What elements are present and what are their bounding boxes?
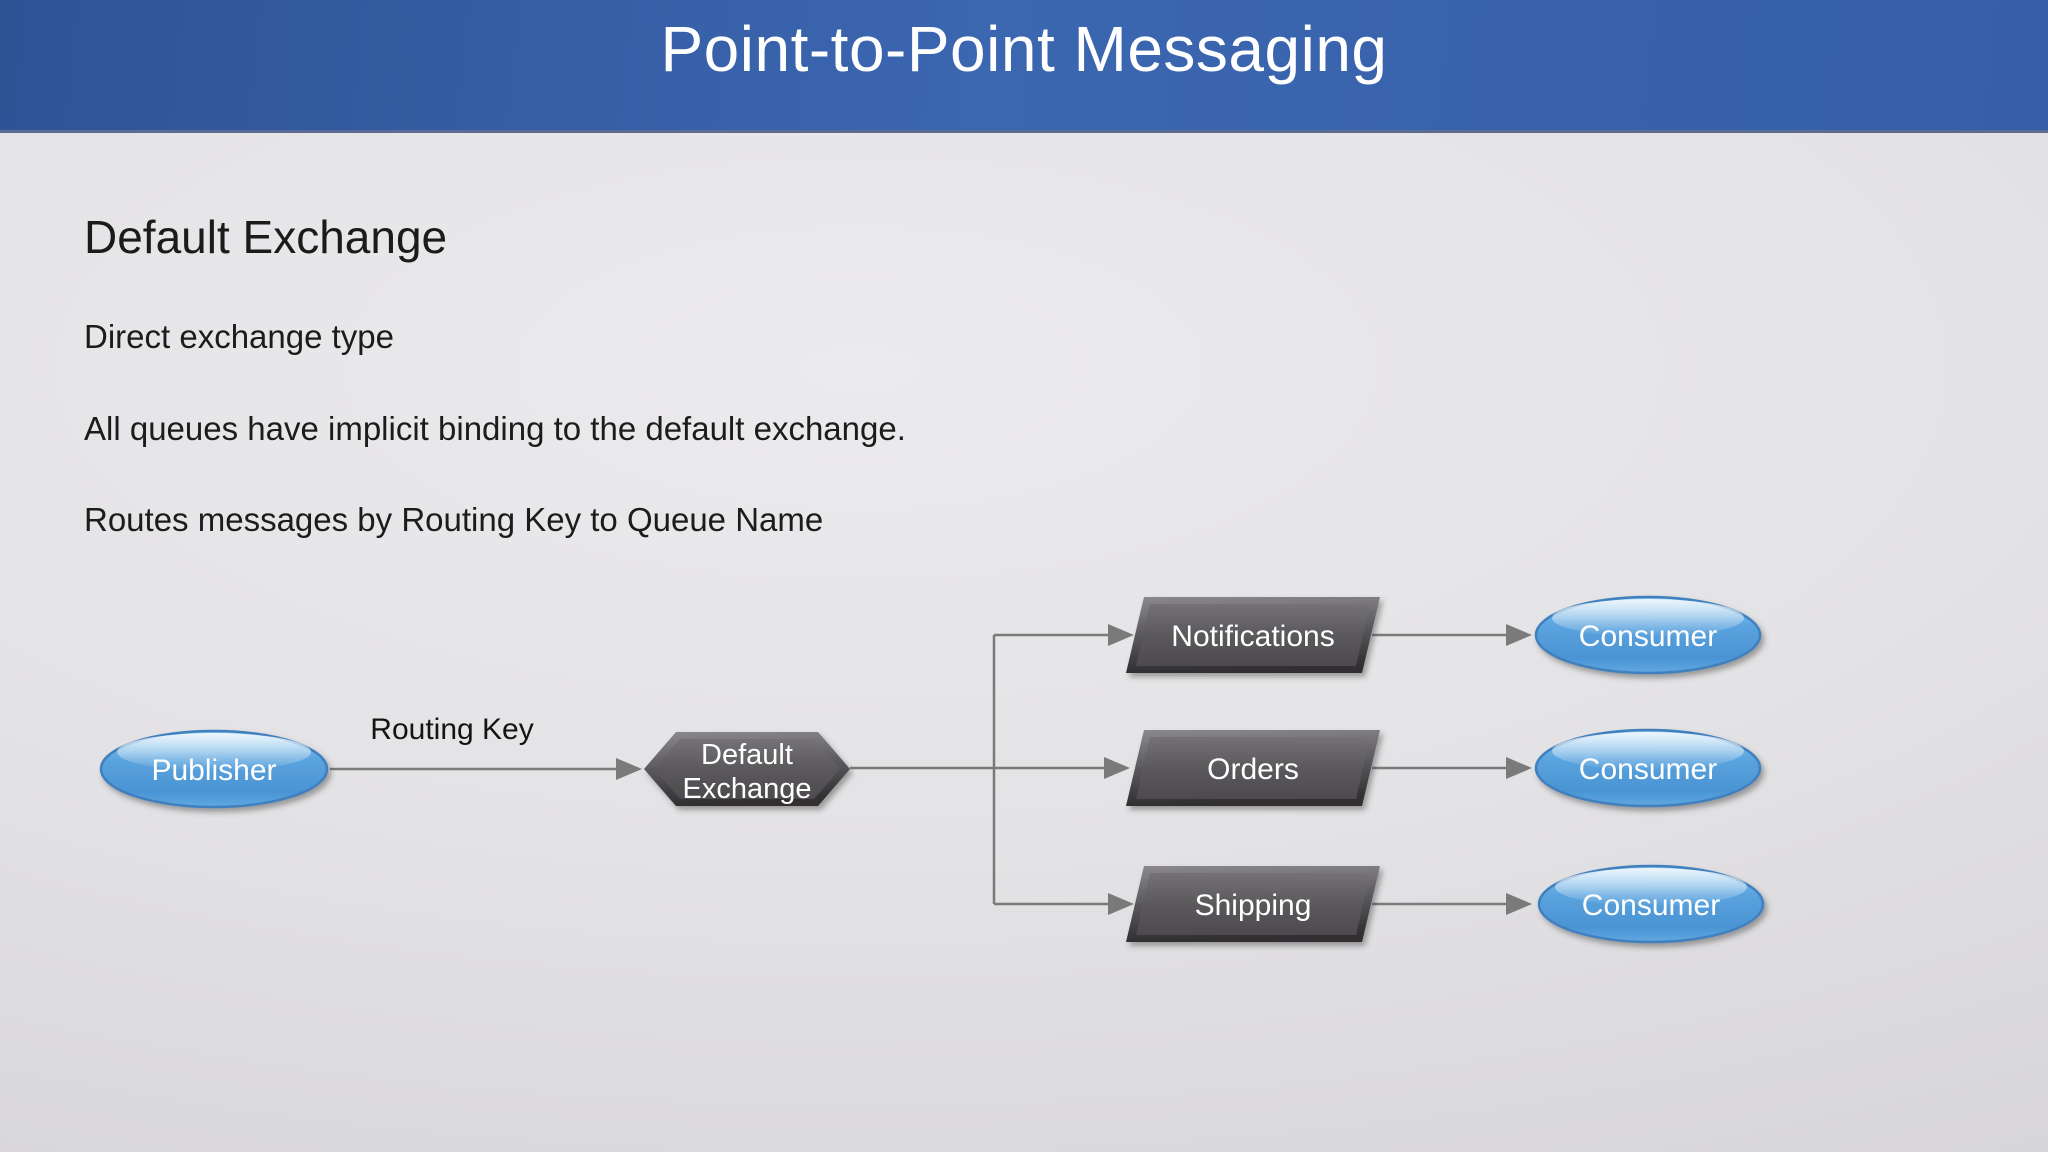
- gloss-highlight: [1552, 599, 1744, 637]
- consumer-node-3: Consumer: [1537, 864, 1765, 944]
- exchange-label-line1: Default: [701, 739, 793, 771]
- arrowhead-icon: [1506, 893, 1532, 915]
- arrowhead-icon: [1108, 893, 1134, 915]
- arrowhead-icon: [1104, 757, 1130, 779]
- queue-panel: [1136, 737, 1370, 799]
- consumer-label: Consumer: [1579, 753, 1717, 786]
- queue-node-notifications: Notifications: [1126, 597, 1380, 673]
- arrowhead-icon: [1506, 757, 1532, 779]
- queue-label: Shipping: [1195, 889, 1312, 922]
- connector-exchange-to-branch: [850, 635, 1130, 904]
- connector-branch-to-shipping: [994, 893, 1134, 915]
- exchange-node: Default Exchange: [644, 732, 850, 806]
- gloss-highlight: [117, 733, 311, 771]
- gloss-highlight: [1552, 732, 1744, 770]
- connector-branch-to-notifications: [994, 624, 1134, 646]
- exchange-panel: [654, 739, 840, 799]
- consumer-node-2: Consumer: [1534, 728, 1762, 808]
- body-line: All queues have implicit binding to the …: [84, 410, 906, 447]
- publisher-node: Publisher: [99, 729, 329, 809]
- queue-label: Notifications: [1171, 620, 1334, 653]
- gloss-highlight: [1555, 868, 1747, 906]
- body-line: Routes messages by Routing Key to Queue …: [84, 501, 824, 538]
- slide-title: Point-to-Point Messaging: [660, 13, 1388, 85]
- queue-panel: [1136, 873, 1370, 935]
- routing-key-label: Routing Key: [370, 713, 533, 746]
- connector-orders-to-consumer: [1372, 757, 1532, 779]
- queue-panel: [1136, 604, 1370, 666]
- publisher-label: Publisher: [151, 754, 276, 787]
- connector-shipping-to-consumer: [1372, 893, 1532, 915]
- arrowhead-icon: [1506, 624, 1532, 646]
- consumer-node-1: Consumer: [1534, 595, 1762, 675]
- queue-label: Orders: [1207, 753, 1299, 786]
- consumer-label: Consumer: [1579, 620, 1717, 653]
- title-banner: Point-to-Point Messaging: [0, 0, 2048, 133]
- connector-notifications-to-consumer: [1372, 624, 1532, 646]
- consumer-label: Consumer: [1582, 889, 1720, 922]
- section-heading: Default Exchange: [84, 211, 448, 263]
- queue-node-shipping: Shipping: [1126, 866, 1380, 942]
- arrowhead-icon: [616, 758, 642, 780]
- arrowhead-icon: [1108, 624, 1134, 646]
- queue-node-orders: Orders: [1126, 730, 1380, 806]
- exchange-label-line2: Exchange: [683, 773, 812, 805]
- connector-publisher-to-exchange: [330, 758, 642, 780]
- body-line: Direct exchange type: [84, 318, 395, 355]
